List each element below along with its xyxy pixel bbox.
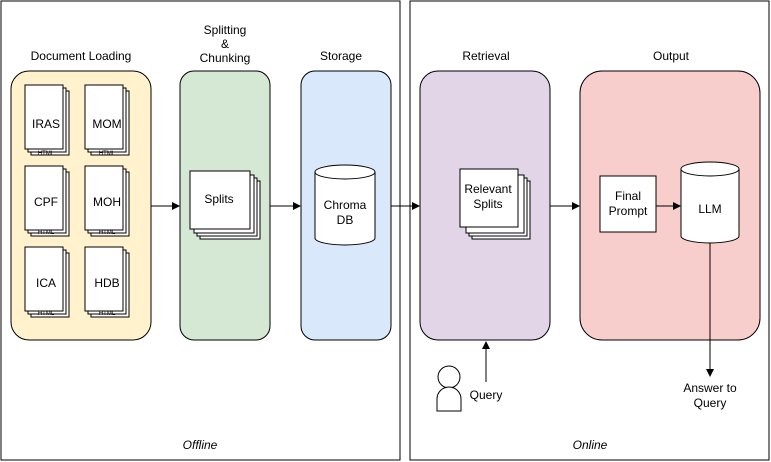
- document-label: MOM: [92, 117, 121, 131]
- llm-cylinder: LLM: [680, 161, 740, 244]
- splitting-title-line2: &: [221, 37, 229, 51]
- document-type-tag: HTML: [38, 311, 55, 317]
- document-label: CPF: [34, 195, 58, 209]
- document-label: IRAS: [32, 117, 60, 131]
- chroma-db-label-line2: DB: [337, 213, 354, 227]
- splits-stack: Splits: [189, 170, 261, 240]
- document-type-tag: HTML: [38, 151, 55, 157]
- document-iras: IRAS HTML: [24, 84, 70, 157]
- document-label: HDB: [94, 276, 119, 290]
- retrieval-title: Retrieval: [462, 49, 509, 63]
- splits-label: Splits: [204, 192, 233, 206]
- document-label: MOH: [93, 195, 121, 209]
- chroma-db-cylinder: Chroma DB: [314, 164, 376, 246]
- final-prompt-label-line2: Prompt: [609, 204, 648, 218]
- query-label: Query: [470, 388, 503, 402]
- splitting-title-line1: Splitting: [204, 23, 247, 37]
- document-type-tag: HTML: [99, 151, 116, 157]
- user-icon: [436, 365, 462, 412]
- online-caption: Online: [573, 438, 608, 452]
- document-mom: MOM HTML: [84, 84, 130, 157]
- document-ica: ICA HTML: [24, 246, 70, 318]
- chroma-db-label-line1: Chroma: [324, 198, 367, 212]
- document-label: ICA: [36, 276, 56, 290]
- document-type-tag: HTML: [99, 230, 116, 236]
- llm-label: LLM: [698, 202, 721, 216]
- relevant-splits-stack: Relevant Splits: [459, 168, 531, 240]
- relevant-splits-label-line1: Relevant: [464, 182, 512, 196]
- storage-title: Storage: [320, 49, 362, 63]
- offline-caption: Offline: [183, 438, 218, 452]
- document-type-tag: HTML: [99, 311, 116, 317]
- document-type-tag: HTML: [38, 230, 55, 236]
- output-title: Output: [653, 49, 690, 63]
- answer-label-line1: Answer to: [683, 381, 737, 395]
- document-hdb: HDB HTML: [84, 246, 130, 318]
- document-moh: MOH HTML: [84, 165, 130, 237]
- final-prompt-box: Final Prompt: [599, 175, 657, 233]
- relevant-splits-label-line2: Splits: [473, 197, 502, 211]
- final-prompt-label-line1: Final: [615, 189, 641, 203]
- document-loading-title: Document Loading: [31, 49, 132, 63]
- answer-label-line2: Query: [694, 396, 727, 410]
- splitting-title-line3: Chunking: [200, 51, 251, 65]
- document-cpf: CPF HTML: [24, 165, 70, 237]
